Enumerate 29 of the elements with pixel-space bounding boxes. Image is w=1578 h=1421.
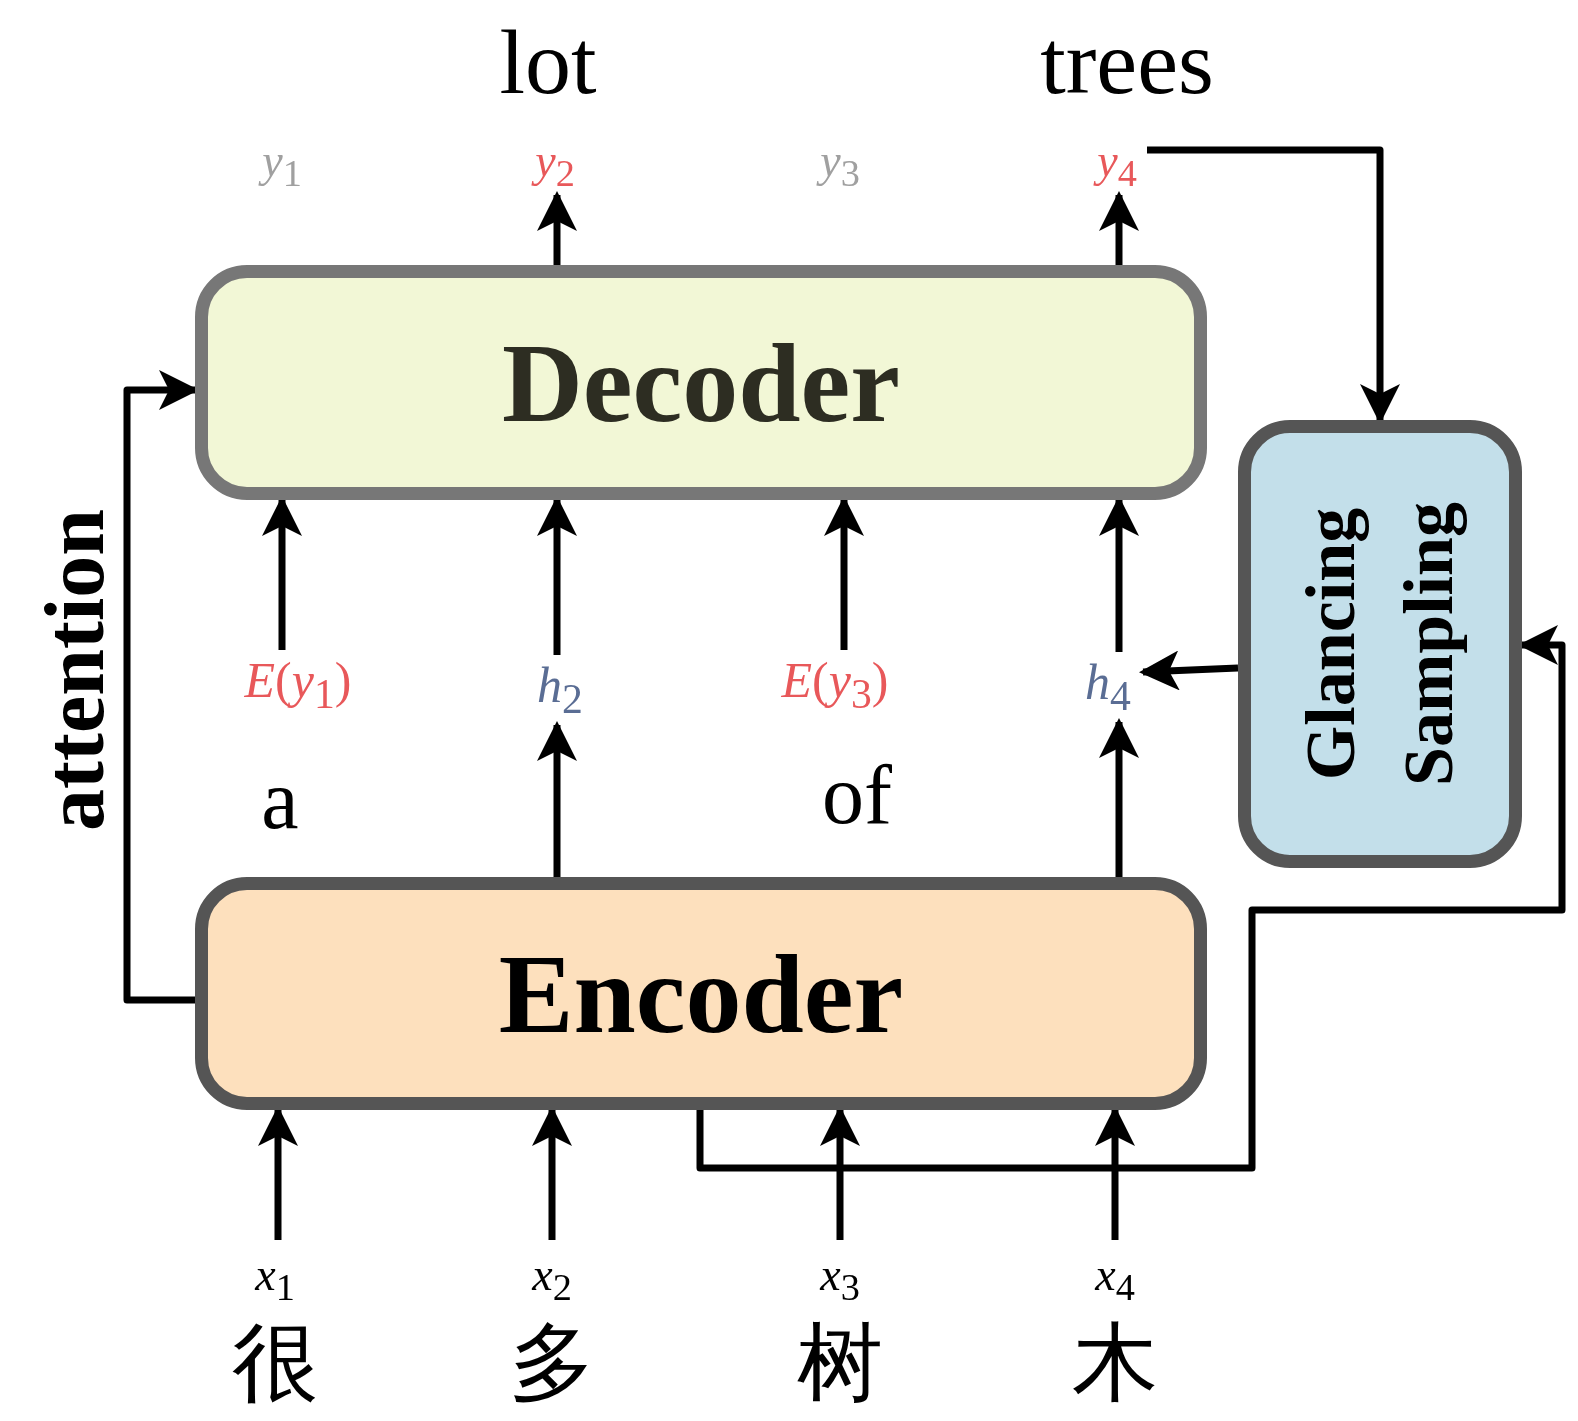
- arrow: [1099, 191, 1139, 265]
- source-word: 多: [509, 1320, 595, 1407]
- token-symbol: h$_{2}$: [537, 659, 583, 721]
- source-word: 树: [797, 1320, 883, 1407]
- token-symbol: E(y$_{1}$): [244, 654, 352, 716]
- token-symbol: x$_{1}$: [255, 1251, 295, 1307]
- arrow: [537, 721, 577, 877]
- token-symbol: x$_{3}$: [820, 1251, 860, 1307]
- encoder-box: [195, 877, 1207, 1110]
- output-word: of: [822, 753, 892, 837]
- source-word: 木: [1072, 1320, 1158, 1407]
- arrow: [537, 191, 577, 265]
- output-word: lot: [499, 16, 597, 108]
- arrow: [1139, 650, 1239, 691]
- block-title: Encoder: [498, 937, 904, 1050]
- token-symbol: E(y$_{3}$): [781, 654, 889, 716]
- output-word: a: [261, 758, 299, 842]
- block-title: Glancing Sampling: [1291, 501, 1468, 788]
- edge-label: attention: [33, 509, 117, 831]
- token-symbol: h$_{4}$: [1085, 656, 1131, 718]
- source-word: 很: [232, 1320, 318, 1407]
- block-title: Decoder: [502, 326, 900, 439]
- arrow: [1099, 718, 1139, 877]
- arrow: [696, 625, 1566, 1172]
- token-symbol: x$_{4}$: [1095, 1251, 1135, 1307]
- decoder-box: [195, 265, 1207, 500]
- output-word: trees: [1040, 16, 1214, 108]
- token-symbol: x$_{2}$: [532, 1251, 572, 1307]
- glancing-sampling-box: [1238, 420, 1522, 868]
